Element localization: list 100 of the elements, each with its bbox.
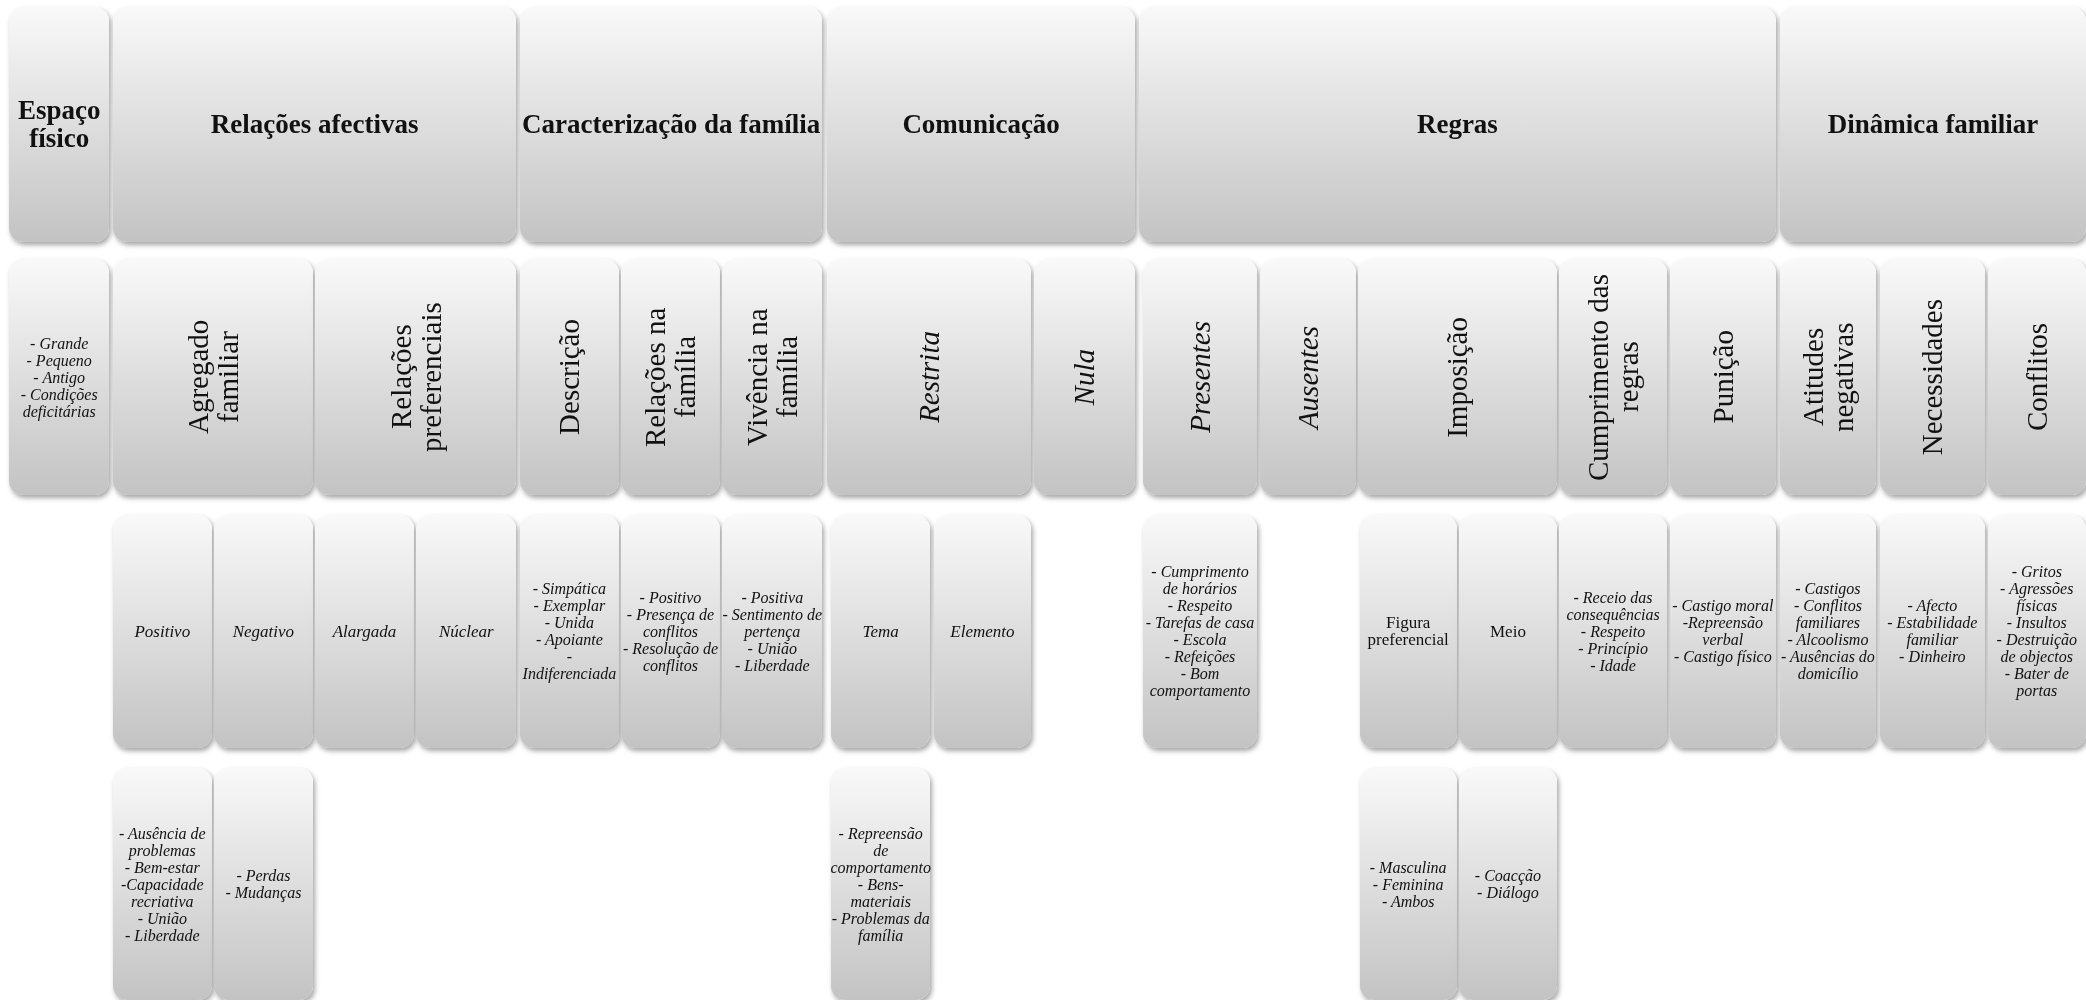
list-item: - Masculina	[1369, 858, 1447, 876]
item-card	[1780, 514, 1876, 748]
subcategory-label: Restrita	[914, 331, 945, 424]
list-item: -Indiferenciada	[521, 648, 618, 683]
item-card	[520, 514, 619, 748]
subcategory-label: Cumprimento das regras	[1583, 272, 1644, 483]
list-item: - Presença de conflitos	[625, 605, 716, 640]
subcategory-label: Ausentes	[1292, 325, 1323, 429]
list-item: - Conflitos familiares	[1792, 597, 1863, 632]
subcategory-card	[722, 259, 823, 495]
list-item: - Exemplar	[533, 597, 606, 615]
subcategory-card	[9, 259, 110, 495]
category-heading: Dinâmica familiar	[1827, 110, 2039, 139]
list-item: - Pequeno	[26, 351, 92, 369]
subcategory-card	[1358, 259, 1557, 495]
item-label: Negativo	[232, 622, 295, 640]
subcategory-label: Imposição	[1442, 316, 1473, 438]
subcategory-card	[1780, 259, 1876, 495]
item-card	[1359, 514, 1457, 748]
list-item: - Simpática	[532, 580, 607, 598]
subcategory-card	[1033, 259, 1135, 495]
subcategory-card	[113, 259, 313, 495]
subcategory-label: Relações na família	[640, 306, 701, 449]
item-card	[214, 514, 313, 748]
list-item: - Problemas da família	[831, 909, 930, 944]
subcategory-card	[1142, 259, 1258, 495]
list-item: - Ambos	[1381, 892, 1435, 910]
category-heading: Regras	[1416, 110, 1498, 139]
item-card	[621, 514, 720, 748]
item-card	[1879, 514, 1985, 748]
list-item: - Ausências do domicílio	[1780, 648, 1876, 683]
item-card	[1142, 514, 1258, 748]
item-card	[416, 514, 517, 748]
category-card	[1138, 6, 1776, 243]
list-item: - Ausência de problemas	[117, 824, 207, 859]
list-item: - União	[137, 909, 187, 927]
list-item: - Bom comportamento	[1148, 665, 1252, 700]
list-item: - Cumprimento de horários	[1150, 563, 1250, 598]
item-card	[1669, 514, 1776, 748]
item-card	[1559, 514, 1667, 748]
subcategory-label: Descrição	[554, 319, 585, 436]
list-item: - Castigos	[1795, 580, 1861, 598]
item-label: Positivo	[134, 622, 191, 640]
item-card	[831, 767, 930, 1000]
list-item: - Afecto	[1907, 597, 1958, 615]
list-item: - Estabilidade familiar	[1886, 614, 1979, 649]
item-label: Núclear	[438, 622, 494, 640]
list-item: - Castigo moral	[1672, 597, 1774, 615]
list-item: - Refeições	[1164, 648, 1236, 666]
list-item: - Sentimento de pertença	[722, 605, 823, 640]
list-item: - Respeito	[1167, 597, 1233, 615]
list-item: - Unida	[544, 614, 595, 632]
subcategory-label: Necessidades	[1917, 299, 1948, 456]
list-item: - Feminina	[1372, 875, 1444, 893]
category-heading: Comunicação	[902, 110, 1060, 139]
item-card	[1359, 767, 1457, 1000]
list-item: -Capacidade recriativa	[119, 875, 205, 910]
list-item: - Bater de portas	[2003, 665, 2069, 700]
list-item: - Dinheiro	[1899, 648, 1966, 666]
category-card	[827, 6, 1135, 243]
list-item: - Apoiante	[535, 631, 603, 649]
subcategory-card	[1987, 259, 2086, 495]
item-label: Figura preferencial	[1366, 614, 1450, 649]
list-item: - Positivo	[639, 588, 702, 606]
item-card	[1459, 514, 1557, 748]
list-item: - Perdas	[236, 867, 291, 884]
subcategory-label: Atitudes negativas	[1797, 321, 1858, 434]
list-item: - Repreensão de comportamento	[830, 824, 931, 876]
subcategory-label: Relações preferenciais	[385, 301, 446, 454]
list-item: - Escola	[1173, 631, 1227, 649]
item-label: Elemento	[950, 622, 1015, 640]
item-card	[722, 514, 823, 748]
category-card	[9, 6, 110, 243]
item-card	[831, 514, 930, 748]
list-item: - Castigo físico	[1673, 648, 1772, 666]
list-item: - Receio das consequências	[1565, 588, 1661, 623]
subcategory-card	[827, 259, 1031, 495]
item-card	[113, 514, 212, 748]
list-item: - Liberdade	[735, 656, 810, 674]
category-heading: Relações afectivas	[210, 110, 419, 139]
subcategory-label: Conflitos	[2021, 323, 2052, 432]
subcategory-label: Punição	[1707, 330, 1738, 424]
subcategory-card	[520, 259, 619, 495]
item-card	[933, 514, 1031, 748]
item-label: Alargada	[332, 622, 397, 640]
category-heading: Espaço físico	[16, 96, 102, 153]
subcategory-card	[1669, 259, 1776, 495]
list-item: -Repreensão verbal	[1681, 614, 1764, 649]
list-item: - Gritos	[2011, 563, 2062, 581]
subcategory-label: Vivência na família	[742, 307, 803, 448]
category-card	[520, 6, 823, 243]
list-item: - Positiva	[741, 588, 804, 606]
subcategory-label: Nula	[1069, 348, 1100, 406]
item-label: Tema	[862, 622, 899, 640]
subcategory-card	[1879, 259, 1985, 495]
item-card	[1987, 514, 2086, 748]
subcategory-card	[1259, 259, 1356, 495]
subcategory-card	[1559, 259, 1667, 495]
list-item: - Destruição de objectos	[1995, 631, 2078, 666]
list-item: - Agressões físicas	[1999, 580, 2075, 615]
